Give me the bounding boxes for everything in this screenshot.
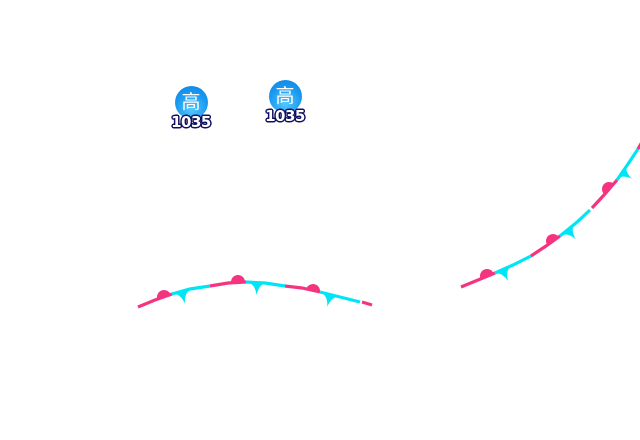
high-pressure-center-1: 高 1035	[166, 86, 216, 131]
warm-front-segment	[590, 178, 619, 210]
warm-front-segment	[361, 300, 373, 307]
warm-front-segment	[636, 142, 640, 150]
cold-front-barb	[494, 266, 512, 281]
cold-front-segment	[171, 284, 211, 296]
cold-front-barb	[616, 164, 632, 180]
high-pressure-symbol: 高	[268, 80, 302, 113]
cold-front-barb	[248, 282, 266, 295]
cold-front-barb	[173, 289, 191, 304]
high-pressure-symbol: 高	[174, 86, 208, 119]
cold-front-segment	[319, 290, 361, 304]
warm-front-semicircle	[602, 182, 614, 195]
high-pressure-center-2: 高 1035	[260, 80, 310, 125]
warm-front-semicircle	[546, 234, 559, 246]
warm-front-semicircle	[480, 269, 494, 279]
cold-front-segment	[245, 280, 286, 288]
warm-front-semicircle	[231, 275, 245, 283]
warm-front-semicircle	[306, 284, 320, 293]
warm-front-segment	[209, 280, 247, 288]
warm-front-segment	[460, 271, 496, 289]
cold-front-barb	[561, 224, 576, 240]
stationary-front-1	[137, 275, 373, 309]
pressure-value: 1035	[171, 113, 211, 131]
warm-front-semicircle	[157, 290, 171, 300]
cold-front-barb	[321, 292, 339, 307]
pressure-value: 1035	[265, 107, 305, 125]
cold-front-segment	[494, 254, 532, 275]
cold-front-segment	[558, 208, 592, 238]
stationary-front-2	[460, 142, 640, 289]
